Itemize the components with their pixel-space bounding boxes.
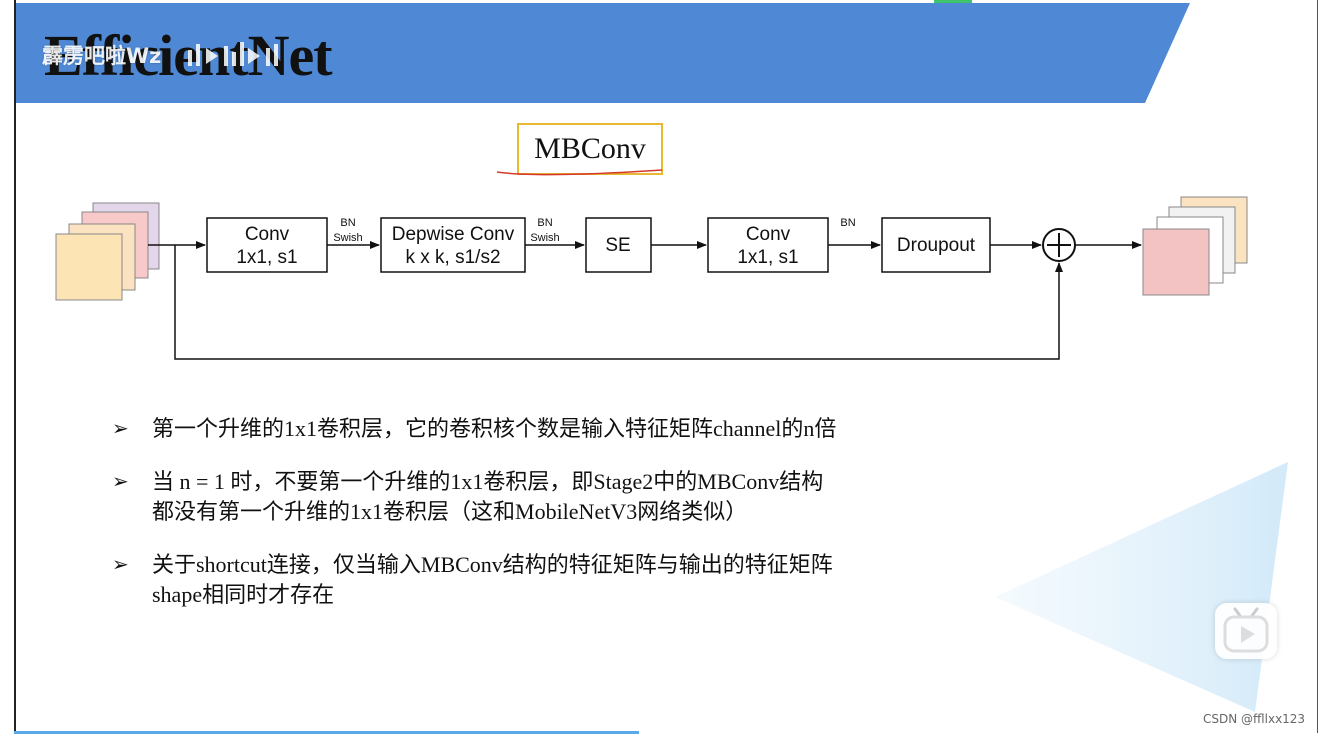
bullet-list: ➢ 第一个升维的1x1卷积层，它的卷积核个数是输入特征矩阵channel的n倍 …	[112, 414, 992, 633]
svg-text:Swish: Swish	[333, 232, 362, 244]
svg-text:Droupout: Droupout	[897, 235, 976, 256]
bilibili-play-icon[interactable]	[1215, 603, 1277, 659]
bullet-arrow-icon: ➢	[112, 550, 129, 580]
output-feature-maps	[1143, 197, 1247, 295]
svg-text:Swish: Swish	[530, 232, 559, 244]
svg-text:SE: SE	[605, 235, 630, 256]
bullet-arrow-icon: ➢	[112, 467, 129, 497]
svg-text:BN: BN	[840, 217, 855, 229]
bullet-item: ➢ 关于shortcut连接，仅当输入MBConv结构的特征矩阵与输出的特征矩阵…	[112, 550, 992, 610]
block-depthwise-conv: Depwise Conv k x k, s1/s2	[381, 218, 525, 272]
edge-label-3: BN	[840, 217, 855, 229]
block-se: SE	[586, 218, 651, 272]
bullet-item: ➢ 当 n = 1 时，不要第一个升维的1x1卷积层，即Stage2中的MBCo…	[112, 467, 992, 527]
red-underline	[497, 170, 662, 175]
svg-text:BN: BN	[340, 217, 355, 229]
svg-text:1x1, s1: 1x1, s1	[236, 247, 297, 268]
csdn-credit: CSDN @ffllxx123	[1203, 712, 1305, 726]
svg-text:BN: BN	[537, 217, 552, 229]
edge-label-1: BN Swish	[333, 217, 362, 244]
block-dropout: Droupout	[882, 218, 990, 272]
svg-text:k x k, s1/s2: k x k, s1/s2	[405, 247, 500, 268]
bullet-arrow-icon: ➢	[112, 414, 129, 444]
block-conv-project: Conv 1x1, s1	[708, 218, 828, 272]
block-conv-expand: Conv 1x1, s1	[207, 218, 327, 272]
svg-text:Depwise Conv: Depwise Conv	[392, 224, 515, 245]
add-circle-icon	[1043, 229, 1075, 261]
svg-text:Conv: Conv	[746, 224, 791, 245]
svg-text:Conv: Conv	[245, 224, 290, 245]
edge-label-2: BN Swish	[530, 217, 559, 244]
input-feature-maps	[56, 203, 159, 300]
bullet-item: ➢ 第一个升维的1x1卷积层，它的卷积核个数是输入特征矩阵channel的n倍	[112, 414, 992, 444]
svg-text:1x1, s1: 1x1, s1	[737, 247, 798, 268]
